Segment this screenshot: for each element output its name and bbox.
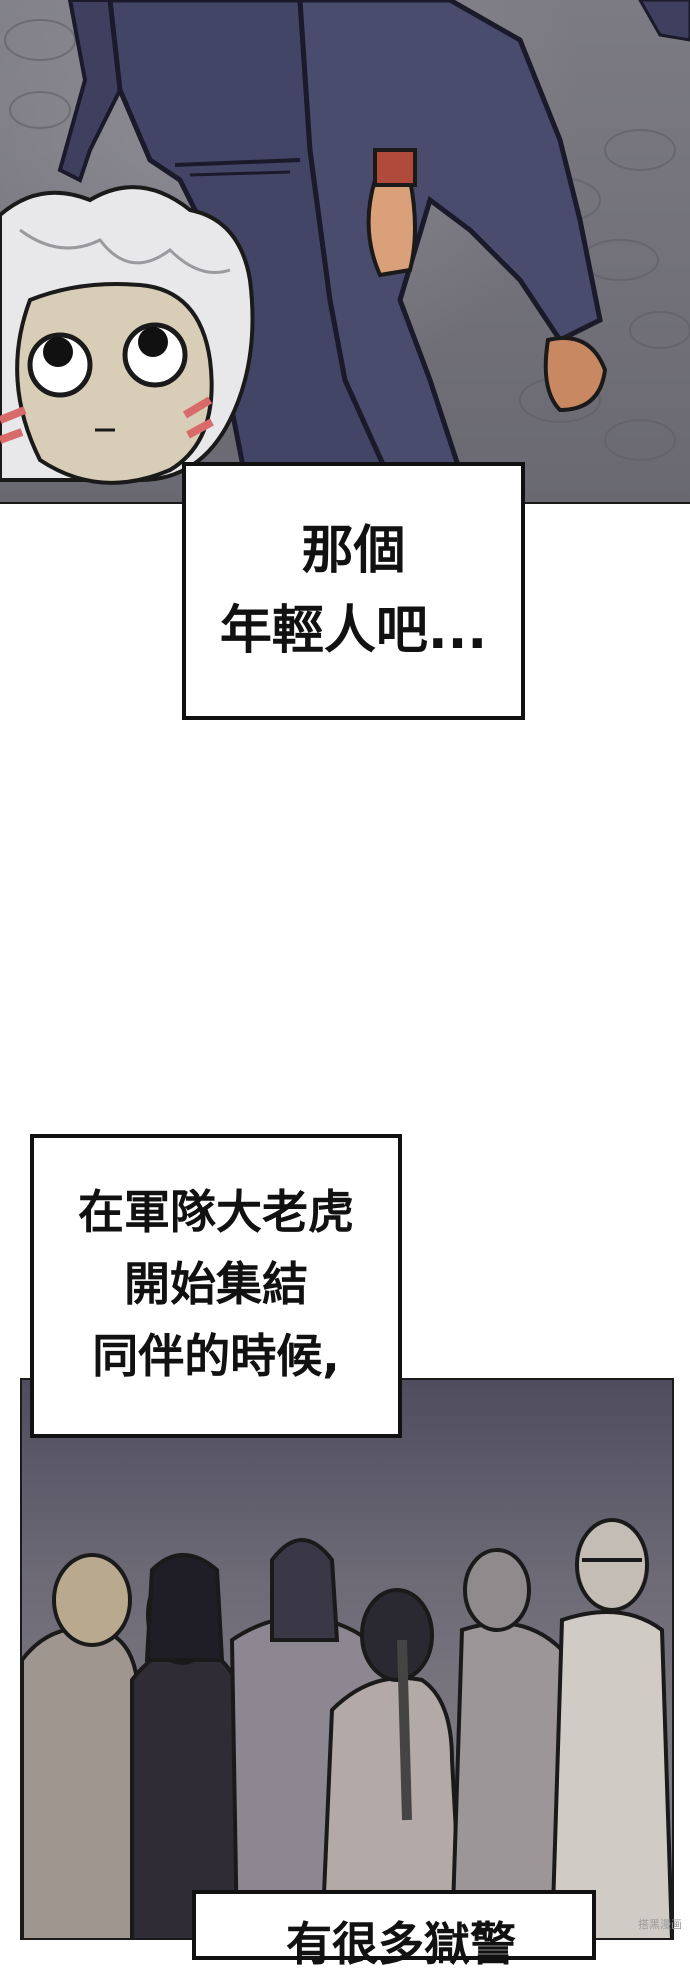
caption-box-1: 那個 年輕人吧... [182, 462, 525, 720]
caption-line: 開始集結 [124, 1257, 308, 1311]
caption-line: 年輕人吧... [219, 601, 488, 661]
chibi-character [0, 185, 255, 485]
caption-line: 有很多獄警 [286, 1917, 516, 1971]
caption-line: 那個 [301, 521, 406, 581]
caption-line: 在軍隊大老虎 [78, 1185, 354, 1239]
watermark: 搭黑漫画 [638, 1918, 682, 1931]
caption-line: 同伴的時候, [92, 1329, 340, 1383]
crowd-illustration [22, 1518, 672, 1940]
caption-box-3: 有很多獄警 [192, 1890, 596, 1971]
bottom-comic-panel [20, 1378, 674, 1940]
caption-box-2: 在軍隊大老虎 開始集結 同伴的時候, [30, 1134, 402, 1438]
top-comic-panel [0, 0, 690, 504]
guards-walking-illustration [0, 0, 690, 502]
